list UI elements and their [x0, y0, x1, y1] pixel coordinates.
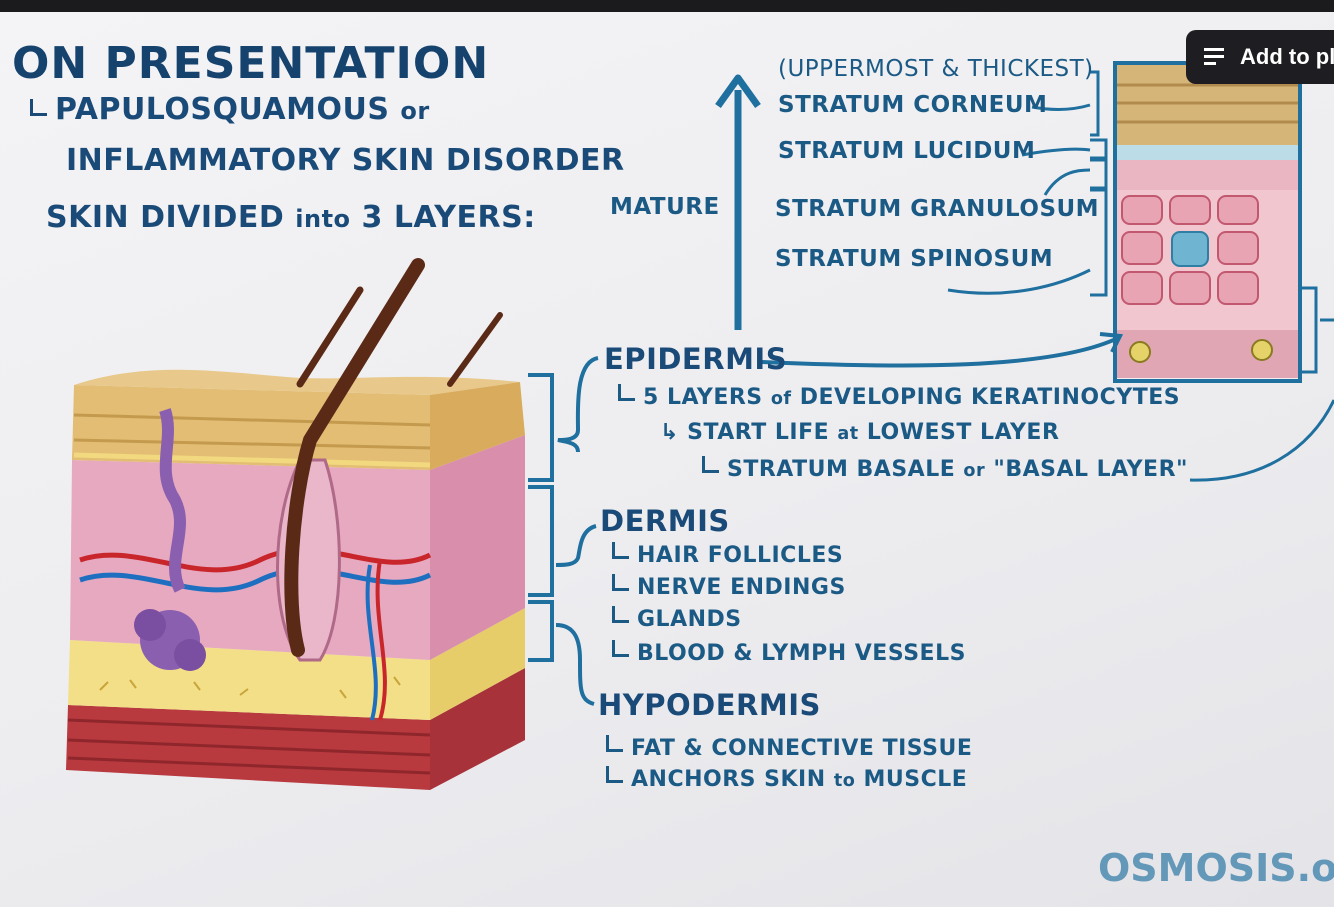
dermis-item: GLANDS: [612, 606, 742, 632]
epidermis-point-3-or: or: [963, 461, 985, 481]
dermis-heading: DERMIS: [600, 504, 730, 538]
stratum-lucidum-label: STRATUM LUCIDUM: [778, 138, 1035, 164]
dermis-item-label: HAIR FOLLICLES: [637, 543, 843, 568]
epidermis-point-3-a: STRATUM BASALE: [727, 457, 955, 482]
playlist-add-icon: [1204, 46, 1230, 68]
uppermost-note: (UPPERMOST & THICKEST): [778, 56, 1094, 82]
layers-heading: SKIN DIVIDED into 3 LAYERS:: [46, 200, 536, 235]
epidermis-point-2: ↳ START LIFE at LOWEST LAYER: [660, 420, 1059, 445]
epidermis-point-1-a: 5 LAYERS: [643, 385, 763, 410]
subtitle-line-1: PAPULOSQUAMOUS or: [30, 92, 430, 127]
papulosquamous-text: PAPULOSQUAMOUS: [55, 92, 389, 127]
epidermis-point-1-of: of: [771, 389, 792, 409]
hypodermis-heading: HYPODERMIS: [598, 688, 821, 722]
osmosis-logo: OSMOSIS.or: [1098, 846, 1334, 890]
epidermis-point-3-b: "BASAL LAYER": [993, 457, 1188, 482]
stratum-spinosum-label: STRATUM SPINOSUM: [775, 246, 1053, 272]
hypodermis-item: ANCHORS SKIN to MUSCLE: [606, 766, 967, 792]
epidermis-point-3: STRATUM BASALE or "BASAL LAYER": [702, 456, 1188, 482]
arrow-hook-icon: ↳: [660, 420, 679, 445]
layers-heading-b: 3 LAYERS:: [362, 200, 536, 235]
epidermis-point-1-b: DEVELOPING KERATINOCYTES: [800, 385, 1180, 410]
epidermis-heading: EPIDERMIS: [604, 342, 787, 376]
epidermis-point-2-b: LOWEST LAYER: [867, 420, 1060, 445]
epidermis-point-1: 5 LAYERS of DEVELOPING KERATINOCYTES: [618, 384, 1180, 410]
hypodermis-item-2-b: MUSCLE: [863, 767, 967, 792]
mature-label: MATURE: [610, 194, 720, 220]
dermis-item: HAIR FOLLICLES: [612, 542, 843, 568]
hypodermis-item-2-a: ANCHORS SKIN: [631, 767, 826, 792]
dermis-item: BLOOD & LYMPH VESSELS: [612, 640, 966, 666]
layers-heading-into: into: [295, 205, 350, 233]
hypodermis-item-label: FAT & CONNECTIVE TISSUE: [631, 736, 972, 761]
hypodermis-item: FAT & CONNECTIVE TISSUE: [606, 735, 972, 761]
layers-heading-a: SKIN DIVIDED: [46, 200, 284, 235]
dermis-item-label: NERVE ENDINGS: [637, 575, 846, 600]
page-title: ON PRESENTATION: [12, 38, 489, 89]
stratum-granulosum-label: STRATUM GRANULOSUM: [775, 196, 1099, 222]
or-text: or: [400, 97, 429, 125]
epidermis-point-2-at: at: [837, 424, 858, 444]
stratum-corneum-label: STRATUM CORNEUM: [778, 92, 1047, 118]
epidermis-point-2-a: START LIFE: [687, 420, 829, 445]
hypodermis-item-2-to: to: [834, 771, 856, 791]
dermis-item-label: BLOOD & LYMPH VESSELS: [637, 641, 966, 666]
add-to-playlist-label: Add to pl: [1240, 44, 1334, 70]
add-to-playlist-button[interactable]: Add to pl: [1186, 30, 1334, 84]
dermis-item: NERVE ENDINGS: [612, 574, 846, 600]
dermis-item-label: GLANDS: [637, 607, 742, 632]
subtitle-line-2: INFLAMMATORY SKIN DISORDER: [66, 143, 625, 178]
